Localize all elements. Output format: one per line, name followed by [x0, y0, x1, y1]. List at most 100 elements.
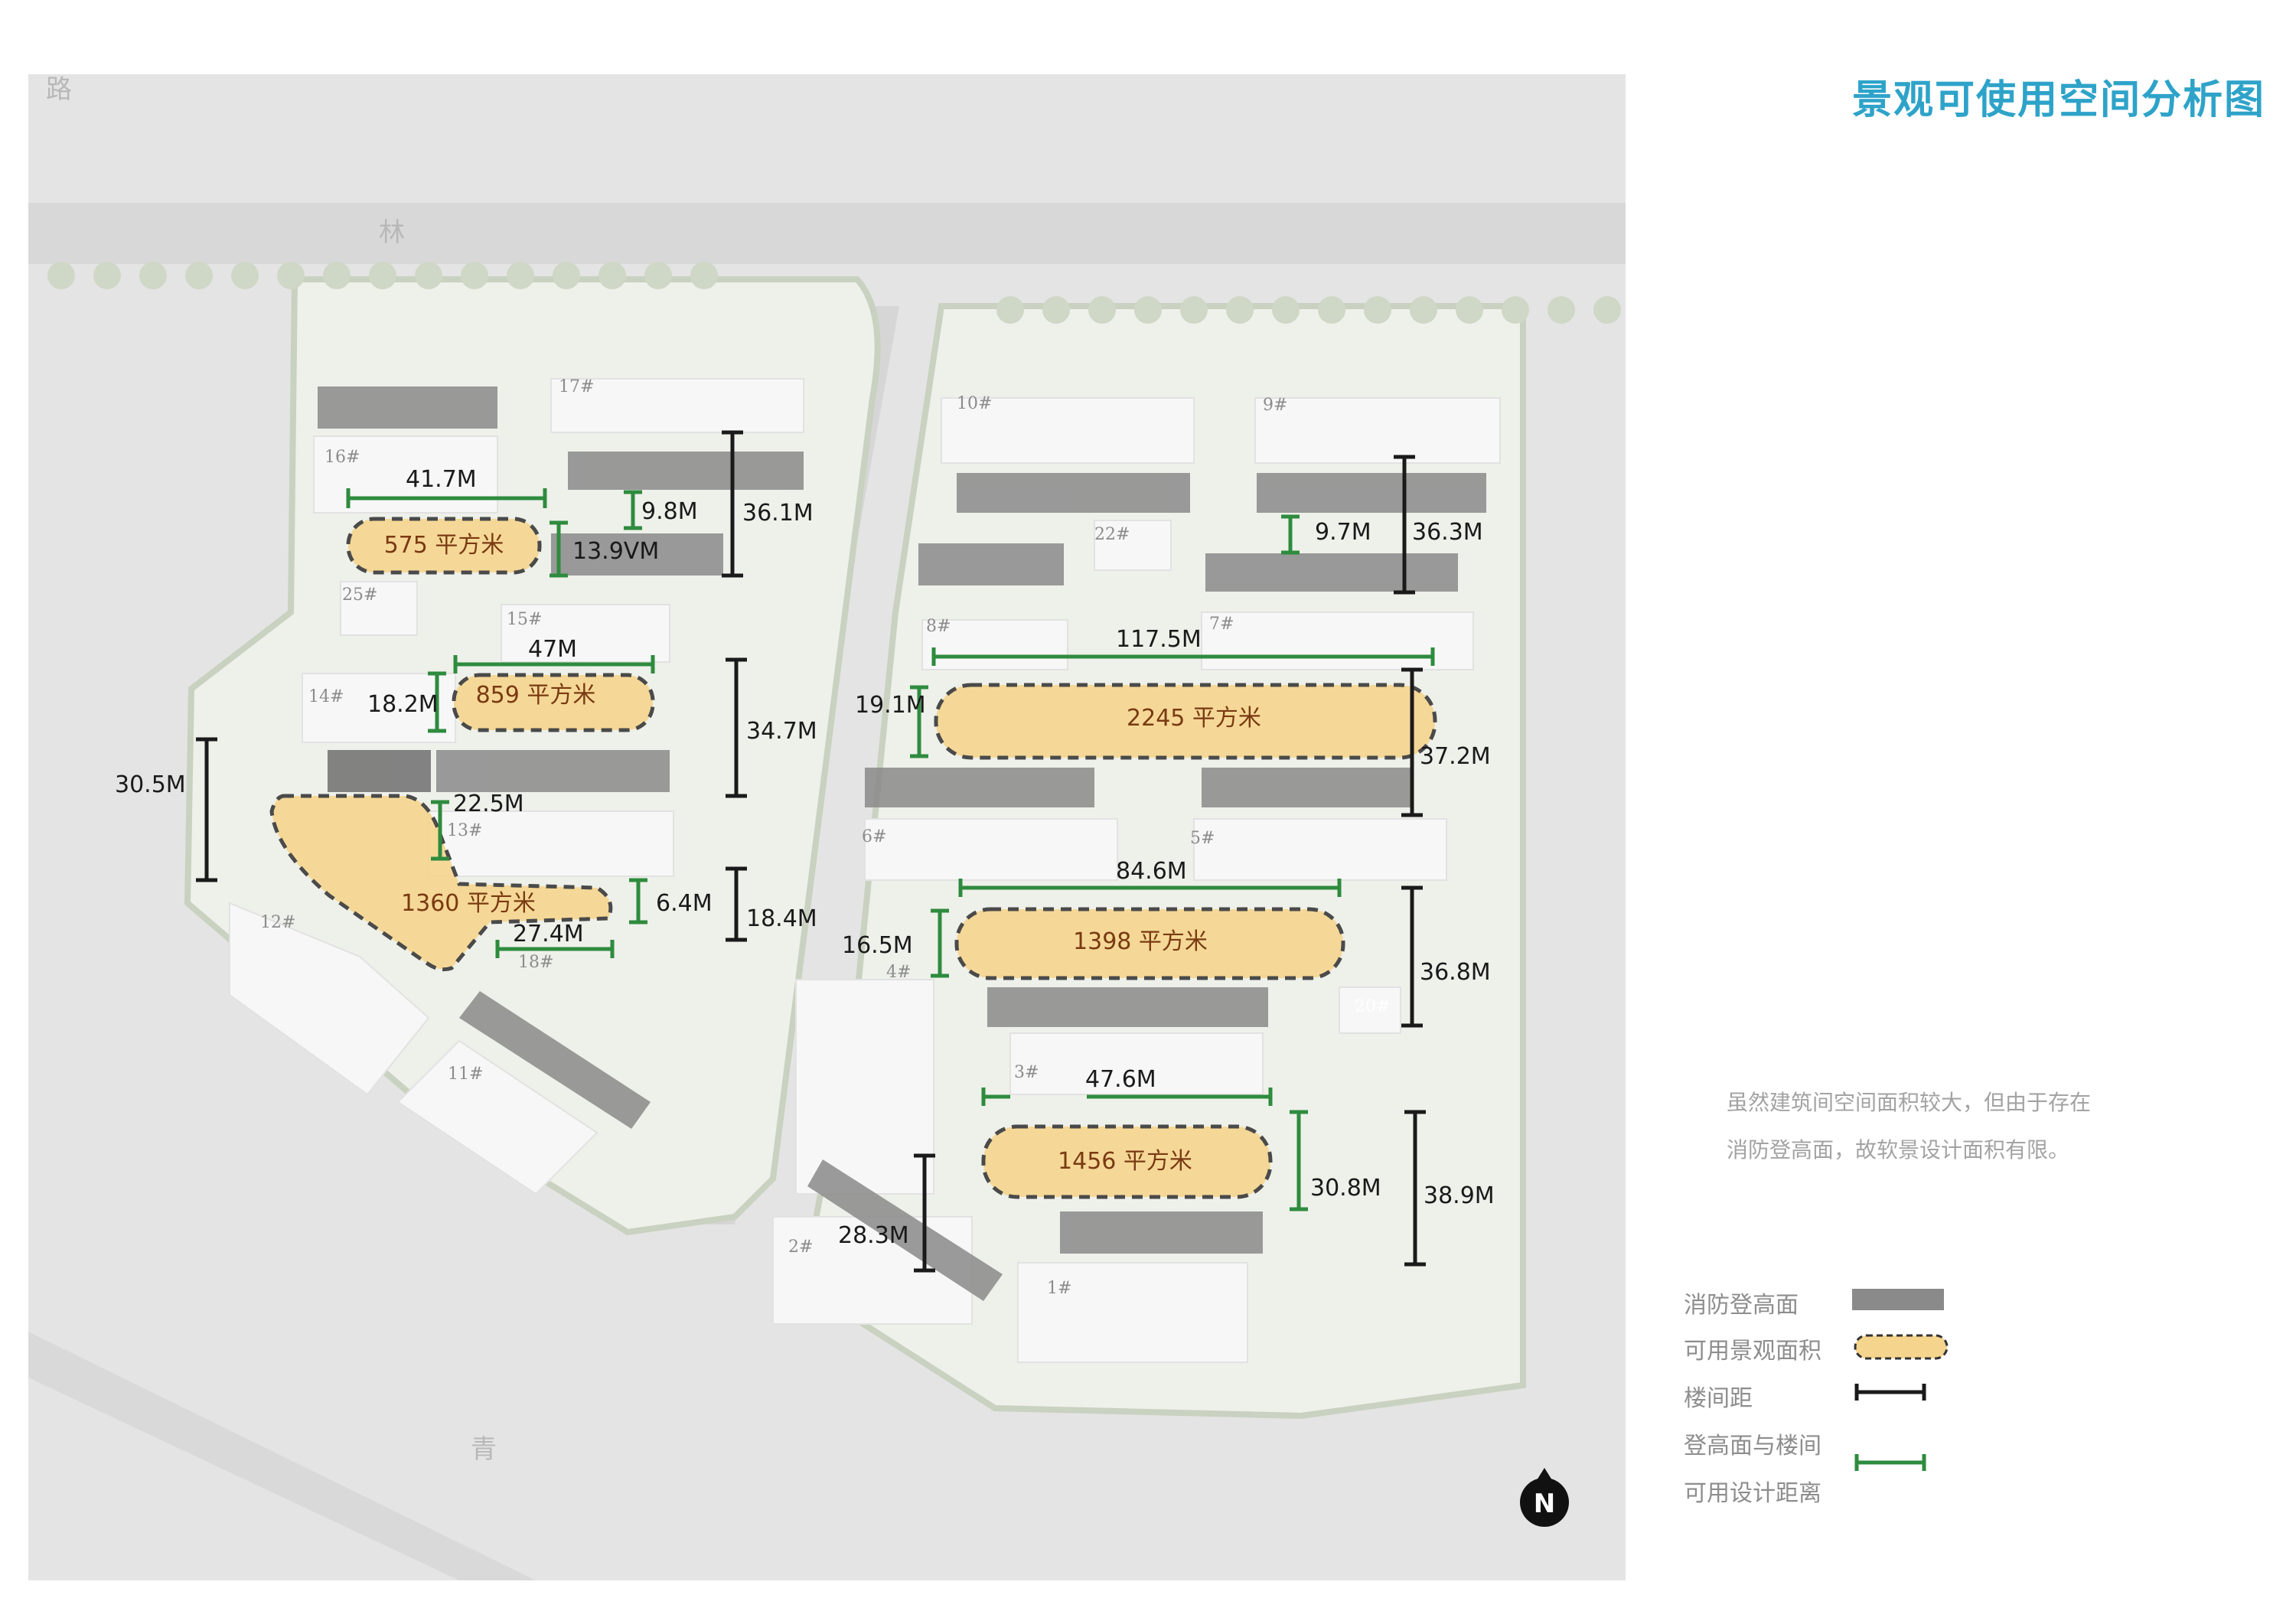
- road-label: 林: [379, 217, 405, 248]
- fire-pad: [987, 987, 1268, 1027]
- usable-label: 13.9VM: [572, 538, 659, 565]
- building-label: 10#: [957, 394, 992, 413]
- building-label: 7#: [1209, 615, 1234, 634]
- tree-row: [47, 262, 1621, 324]
- fire-pad: [568, 452, 804, 490]
- spacing-label: 36.1M: [742, 500, 814, 527]
- usable-label: 22.5M: [453, 791, 524, 817]
- fire-pad: [1257, 473, 1486, 513]
- building-label: 22#: [1094, 525, 1130, 544]
- road-label: 路: [46, 74, 72, 105]
- usable-labels: 41.7M 9.8M 13.9VM 47M 18.2M 22.5M 6.4M 2…: [367, 466, 1381, 1202]
- landscape-area: [452, 673, 655, 732]
- usable-label: 9.7M: [1315, 519, 1371, 546]
- note-line: 消防登高面，故软景设计面积有限。: [1727, 1137, 2070, 1163]
- buildings-layer: [229, 378, 1501, 1363]
- analysis-note: 虽然建筑间空间面积较大，但由于存在 消防登高面，故软景设计面积有限。: [1727, 1079, 2186, 1174]
- spacing-label: 37.2M: [1420, 743, 1491, 770]
- area-label: 1398 平方米: [1073, 928, 1208, 955]
- area-label: 2245 平方米: [1127, 705, 1261, 732]
- fire-pad: [918, 543, 1064, 585]
- fire-access-pads: [318, 386, 1486, 1301]
- fire-pad-swatch: [1852, 1289, 1944, 1310]
- spacing-labels: 36.1M 34.7M 30.5M 18.4M 36.3M 37.2M 36.8…: [115, 500, 1495, 1249]
- north-label: N: [1534, 1489, 1555, 1519]
- legend-label: 消防登高面: [1684, 1292, 1799, 1319]
- spacing-label: 36.8M: [1420, 959, 1491, 986]
- landscape-areas: [269, 517, 1437, 1199]
- area-label: 575 平方米: [384, 532, 504, 559]
- landscape-area: [346, 517, 542, 575]
- spacing-label: 30.5M: [115, 771, 186, 798]
- road-southwest: [28, 1332, 536, 1580]
- usable-label: 30.8M: [1310, 1175, 1381, 1202]
- usable-label: 18.2M: [367, 691, 439, 718]
- legend-label: 楼间距: [1684, 1385, 1753, 1412]
- note-line: 虽然建筑间空间面积较大，但由于存在: [1727, 1090, 2092, 1115]
- building-numbers: 17# 16# 25# 15# 14# 13# 12# 11# 18# 10# …: [260, 377, 1390, 1298]
- north-arrow: N: [1520, 1468, 1569, 1527]
- usable-label: 47M: [528, 636, 577, 663]
- fire-pad: [436, 750, 670, 792]
- building-label: 6#: [862, 827, 886, 846]
- building-label: 5#: [1190, 829, 1215, 848]
- usable-label: 19.1M: [855, 692, 926, 719]
- building-label: 12#: [260, 913, 295, 932]
- landscape-swatch: [1854, 1334, 1949, 1360]
- fire-pad: [807, 1159, 1003, 1301]
- spacing-label: 28.3M: [838, 1222, 909, 1249]
- fire-pad: [1205, 553, 1458, 592]
- fire-pad: [318, 386, 497, 429]
- usable-lines: [346, 488, 1435, 1211]
- road-label: 青: [471, 1434, 497, 1465]
- building-label: 2#: [788, 1238, 813, 1257]
- building-label: 8#: [926, 617, 951, 636]
- usable-label: 6.4M: [656, 890, 713, 917]
- building-label: 16#: [325, 448, 360, 467]
- legend-label: 登高面与楼间: [1684, 1433, 1821, 1459]
- building-label: 17#: [559, 377, 594, 396]
- building-label: 18#: [518, 953, 553, 972]
- area-labels: 575 平方米 859 平方米 1360 平方米 2245 平方米 1398 平…: [384, 532, 1261, 1175]
- spacing-label: 38.9M: [1424, 1182, 1495, 1209]
- spacing-line-swatch: [1854, 1384, 1926, 1401]
- fire-pad: [551, 533, 723, 576]
- road-north: [28, 203, 1626, 264]
- fire-pad: [865, 768, 1094, 807]
- spacing-label: 18.4M: [746, 905, 817, 932]
- building-label: 20#: [1355, 997, 1390, 1016]
- building-label: 9#: [1263, 396, 1287, 415]
- area-label: 1360 平方米: [401, 890, 536, 917]
- landscape-area: [269, 794, 613, 972]
- usable-label: 27.4M: [513, 921, 584, 947]
- landscape-area: [981, 1124, 1273, 1199]
- fire-pad: [328, 750, 431, 792]
- usable-label: 16.5M: [842, 932, 913, 959]
- fire-pad: [459, 991, 651, 1129]
- legend-label: 可用设计距离: [1684, 1480, 1821, 1507]
- fire-pad: [1202, 768, 1412, 807]
- usable-label: 41.7M: [406, 466, 477, 493]
- building-label: 14#: [308, 687, 344, 706]
- spacing-label: 36.3M: [1412, 519, 1483, 546]
- usable-label: 9.8M: [641, 498, 698, 525]
- usable-label: 47.6M: [1085, 1066, 1156, 1093]
- building-label: 4#: [886, 963, 911, 982]
- landscape-area: [954, 907, 1345, 980]
- building-label: 1#: [1047, 1279, 1071, 1298]
- building-label: 15#: [507, 610, 542, 629]
- building-label: 25#: [342, 585, 377, 605]
- legend-label: 可用景观面积: [1684, 1338, 1821, 1365]
- area-label: 859 平方米: [476, 682, 596, 709]
- landscape-area: [934, 683, 1437, 760]
- building-label: 13#: [447, 821, 482, 840]
- area-label: 1456 平方米: [1058, 1148, 1192, 1175]
- usable-label: 84.6M: [1116, 858, 1187, 885]
- spacing-lines: [196, 430, 1426, 1273]
- usable-line-swatch: [1854, 1454, 1926, 1471]
- page-title: 景观可使用空间分析图: [1851, 77, 2265, 123]
- fire-pad: [1060, 1211, 1263, 1254]
- fire-pad: [957, 473, 1190, 513]
- spacing-label: 34.7M: [746, 718, 817, 745]
